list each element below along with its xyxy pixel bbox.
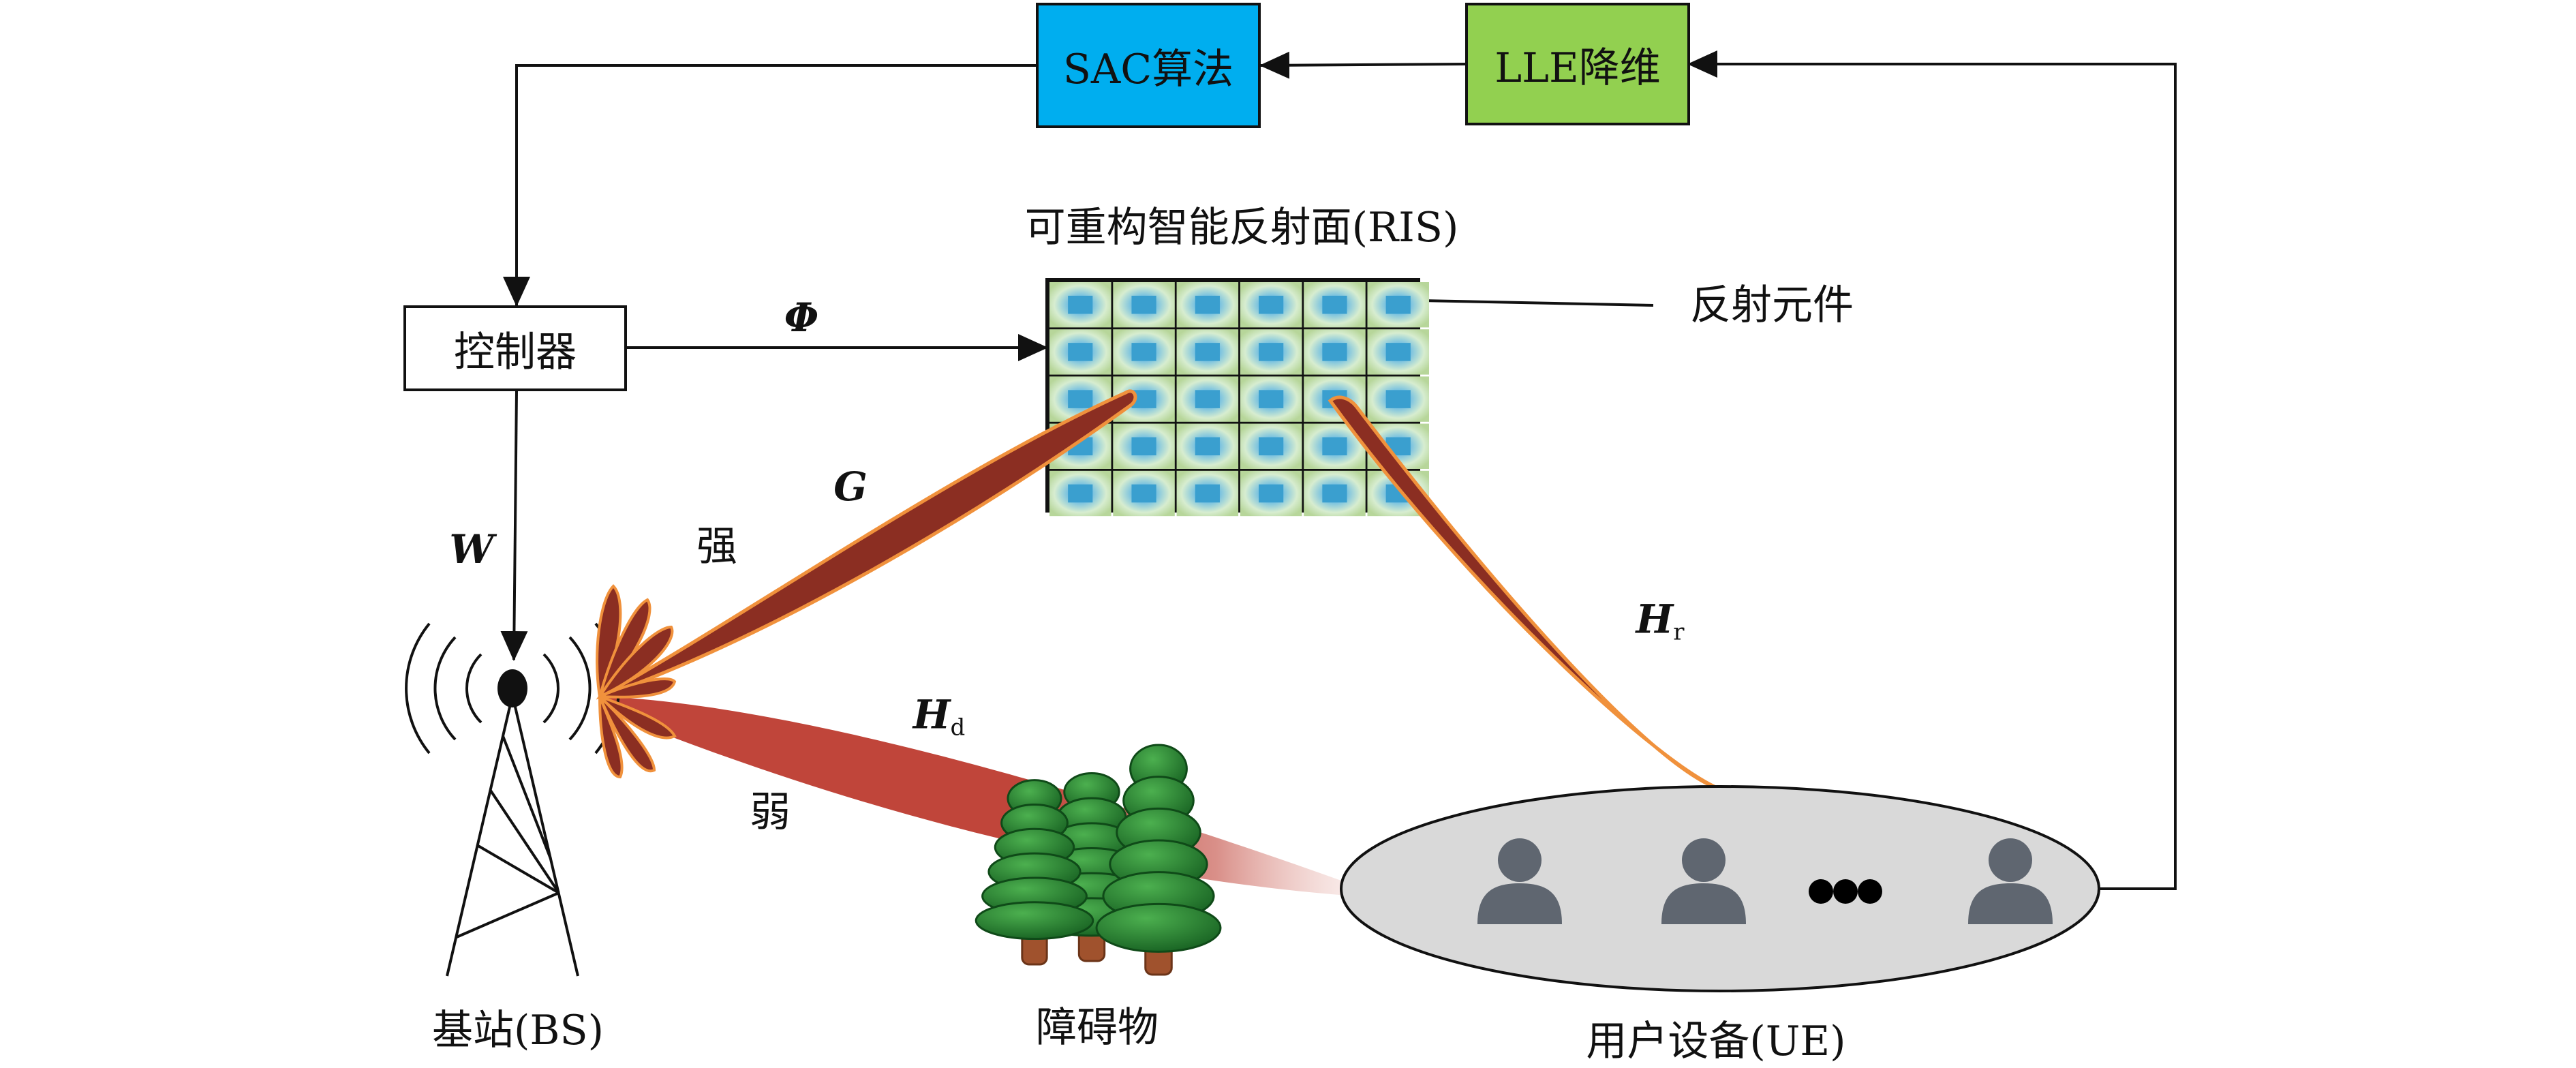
controller-block: 控制器	[403, 305, 627, 391]
hr-symbol-base: H	[1636, 596, 1674, 643]
ris-element	[1049, 329, 1111, 375]
g-beam	[600, 389, 1137, 699]
hd-symbol-base: H	[913, 691, 951, 738]
ris-title: 可重构智能反射面(RIS)	[1024, 204, 1459, 251]
ris-element	[1304, 282, 1366, 328]
reflect-element-pointer	[1386, 286, 1654, 314]
reflect-element-label: 反射元件	[1690, 281, 1854, 329]
ris-element	[1240, 329, 1302, 375]
base-station	[405, 584, 677, 977]
tree-icon	[1095, 744, 1222, 976]
phi-symbol: Φ	[784, 294, 819, 341]
hd-symbol: Hd	[913, 695, 966, 739]
ris-element	[1113, 282, 1175, 328]
ellipsis-dot	[1809, 879, 1833, 904]
controller-block-label: 控制器	[454, 328, 577, 376]
user-icon	[1477, 838, 1562, 924]
lle-block: LLE降维	[1465, 3, 1690, 125]
hr-symbol-sub: r	[1673, 618, 1685, 646]
feedback-loop	[500, 50, 2177, 890]
ris-element	[1367, 376, 1429, 422]
bs-tower	[446, 695, 579, 977]
ris-element	[1240, 282, 1302, 328]
ris-element	[1049, 470, 1111, 517]
g-symbol: G	[833, 463, 868, 510]
ris-element	[1240, 376, 1302, 422]
ris-element	[1176, 329, 1239, 375]
ellipsis-dot	[1858, 879, 1882, 904]
strong-label: 强	[696, 523, 737, 570]
users	[1477, 838, 2053, 924]
lle-to-sac-arrow	[1259, 51, 1466, 79]
hd-symbol-sub: d	[950, 714, 966, 742]
ris-element	[1304, 329, 1366, 375]
ue-to-lle-line	[1687, 50, 2177, 890]
ris-element	[1113, 470, 1175, 517]
ris-element	[1049, 282, 1111, 328]
ris-element	[1176, 423, 1239, 469]
ris-element	[1240, 470, 1302, 517]
ellipsis-dot	[1833, 879, 1858, 904]
ue-group	[1340, 785, 2100, 992]
hr-symbol: Hr	[1636, 600, 1684, 644]
weak-label: 弱	[750, 789, 791, 836]
base-station-label: 基站(BS)	[431, 1007, 604, 1054]
ris-element	[1113, 423, 1175, 469]
ris-element	[1240, 423, 1302, 469]
tree-icon	[975, 779, 1094, 966]
user-icon	[1968, 838, 2053, 924]
user-equipment-label: 用户设备(UE)	[1586, 1018, 1846, 1065]
ris-element	[1176, 376, 1239, 422]
bs-beam-lobes	[596, 584, 677, 779]
users-ellipsis	[1809, 879, 1882, 904]
bs-antenna	[497, 669, 527, 707]
w-symbol: W	[449, 526, 494, 573]
sac-to-controller-arrow	[503, 64, 1037, 307]
obstacle-trees	[975, 744, 1222, 976]
ris-element	[1176, 470, 1239, 517]
ris-element	[1113, 329, 1175, 375]
ris-element	[1176, 282, 1239, 328]
ris-element	[1367, 329, 1429, 375]
obstacle-label: 障碍物	[1036, 1004, 1159, 1052]
sac-block: SAC算法	[1036, 3, 1261, 128]
ris-element	[1367, 282, 1429, 328]
user-icon	[1661, 838, 1746, 924]
lle-block-label: LLE降维	[1494, 44, 1661, 92]
sac-block-label: SAC算法	[1062, 45, 1234, 93]
controller-to-bs-arrow	[500, 391, 528, 661]
ris-element	[1304, 470, 1366, 517]
hr-beam	[1328, 395, 1725, 793]
ris-panel	[1045, 278, 1429, 517]
